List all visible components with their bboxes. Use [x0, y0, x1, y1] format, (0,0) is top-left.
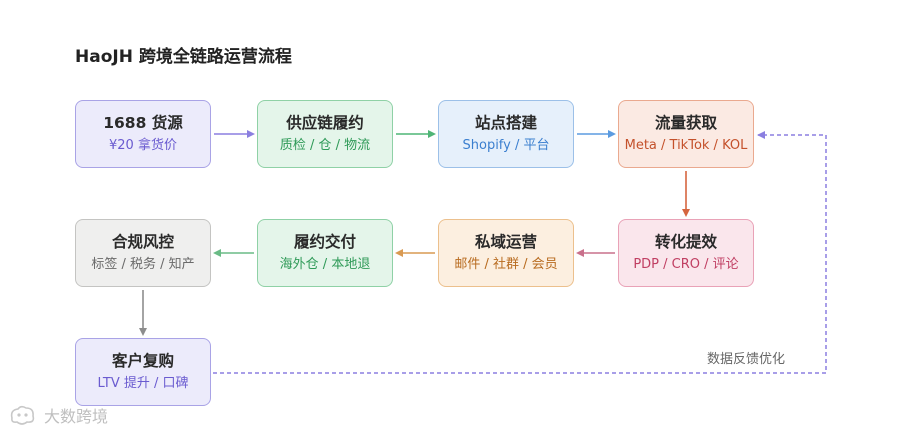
- node-subtitle: 邮件 / 社群 / 会员: [454, 257, 558, 272]
- diagram-title: HaoJH 跨境全链路运营流程: [75, 47, 292, 67]
- watermark: 大数跨境: [8, 403, 108, 427]
- node-title: 转化提效: [654, 233, 717, 251]
- node-subtitle: LTV 提升 / 口碑: [97, 376, 189, 391]
- watermark-logo-icon: [10, 405, 35, 425]
- edge-arrowhead: [428, 130, 436, 138]
- edge-arrowhead: [395, 249, 403, 257]
- node-title: 履约交付: [293, 233, 356, 251]
- edge-arrowhead: [213, 249, 221, 257]
- node-title: 流量获取: [654, 114, 717, 132]
- node-private-domain: 私域运营邮件 / 社群 / 会员: [438, 219, 574, 287]
- edge-arrowhead: [139, 328, 147, 336]
- feedback-label: 数据反馈优化: [707, 352, 786, 367]
- node-compliance: 合规风控标签 / 税务 / 知产: [75, 219, 211, 287]
- node-subtitle: PDP / CRO / 评论: [633, 257, 739, 272]
- node-sourcing: 1688 货源 ¥20 拿货价: [75, 100, 211, 168]
- edge-arrowhead: [682, 209, 690, 217]
- node-subtitle: 标签 / 税务 / 知产: [91, 257, 195, 272]
- node-subtitle: ¥20 拿货价: [109, 138, 177, 153]
- node-title: 1688 货源: [103, 114, 183, 132]
- node-repurchase: 客户复购 LTV 提升 / 口碑: [75, 338, 211, 406]
- node-conversion: 转化提效 PDP / CRO / 评论: [618, 219, 754, 287]
- node-traffic-acquisition: 流量获取 Meta / TikTok / KOL: [618, 100, 754, 168]
- node-title: 站点搭建: [474, 114, 537, 132]
- node-fulfillment: 履约交付海外仓 / 本地退: [257, 219, 393, 287]
- edge-arrowhead: [576, 249, 584, 257]
- node-title: 客户复购: [111, 352, 174, 370]
- node-title: 供应链履约: [286, 114, 364, 132]
- node-supply-chain: 供应链履约质检 / 仓 / 物流: [257, 100, 393, 168]
- node-subtitle: 海外仓 / 本地退: [279, 257, 371, 272]
- node-site-building: 站点搭建 Shopify / 平台: [438, 100, 574, 168]
- node-title: 合规风控: [111, 233, 174, 251]
- edge-arrowhead: [608, 130, 616, 138]
- node-subtitle: Shopify / 平台: [462, 138, 550, 153]
- node-subtitle: 质检 / 仓 / 物流: [279, 138, 371, 153]
- node-subtitle: Meta / TikTok / KOL: [624, 138, 748, 153]
- feedback-arrowhead: [757, 131, 765, 139]
- feedback-loop-line: [213, 134, 827, 374]
- edge-arrowhead: [247, 130, 255, 138]
- watermark-text: 大数跨境: [44, 407, 109, 426]
- node-title: 私域运营: [474, 233, 537, 251]
